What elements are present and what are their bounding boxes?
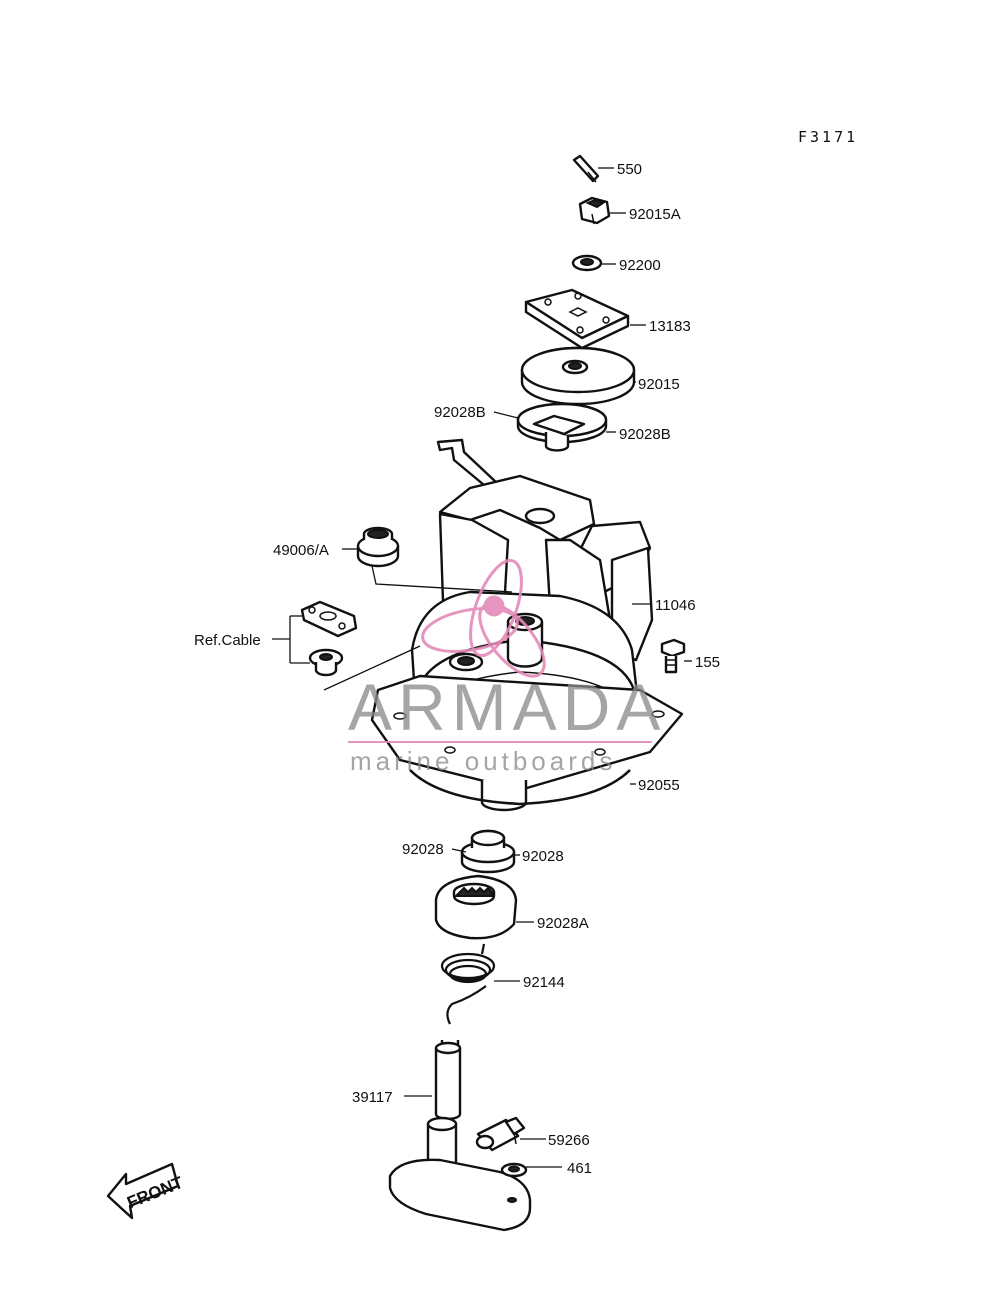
part-11046-housing [370, 438, 684, 812]
part-lever-arm [388, 1158, 532, 1232]
part-92015-disc [520, 346, 636, 406]
watermark: ARMADA marine outboards [348, 559, 666, 776]
part-155-bolt [660, 638, 692, 674]
callout-92028-right: 92028 [522, 848, 564, 865]
callout-ref-cable: Ref.Cable [194, 632, 261, 649]
callout-92055: 92055 [638, 777, 680, 794]
part-92028b-bushing [493, 402, 616, 452]
callout-13183: 13183 [649, 318, 691, 335]
callout-92015a: 92015A [629, 206, 681, 223]
figure-code: F3171 [798, 128, 858, 146]
part-59266-fitting [475, 1116, 546, 1152]
watermark-tagline: marine outboards [350, 746, 616, 776]
callout-11046: 11046 [655, 597, 696, 614]
callout-92028a: 92028A [537, 915, 589, 932]
callout-49006a: 49006/A [273, 542, 329, 559]
ref-cable-guide-line [323, 645, 421, 691]
callout-155: 155 [695, 654, 720, 671]
part-461-washer [500, 1162, 562, 1178]
part-ref-cable-grommet [308, 648, 344, 677]
watermark-brand: ARMADA [348, 670, 666, 744]
callout-92028b-left: 92028B [434, 404, 486, 421]
part-92055-o-ring [409, 769, 636, 806]
part-550-cotter-pin [572, 154, 614, 183]
callout-92144: 92144 [523, 974, 565, 991]
callout-550: 550 [617, 161, 642, 178]
part-92144-spring [440, 943, 520, 1025]
callout-92028b-right: 92028B [619, 426, 671, 443]
front-arrow: FRONT [106, 1162, 186, 1220]
part-92028a-bushing-block [434, 874, 534, 940]
callout-92200: 92200 [619, 257, 661, 274]
part-ref-cable-bracket [300, 600, 358, 638]
part-49006a-cap [342, 526, 513, 593]
callout-39117: 39117 [352, 1089, 393, 1106]
callout-92028-left: 92028 [402, 841, 444, 858]
callout-59266: 59266 [548, 1132, 590, 1149]
part-92015a-castle-nut [578, 196, 626, 225]
callout-92015: 92015 [638, 376, 680, 393]
part-92200-washer [571, 254, 616, 272]
callout-461: 461 [567, 1160, 592, 1177]
part-92028-collar [451, 829, 520, 874]
watermark-logo-icon [421, 559, 546, 678]
part-13183-plate [524, 288, 646, 350]
